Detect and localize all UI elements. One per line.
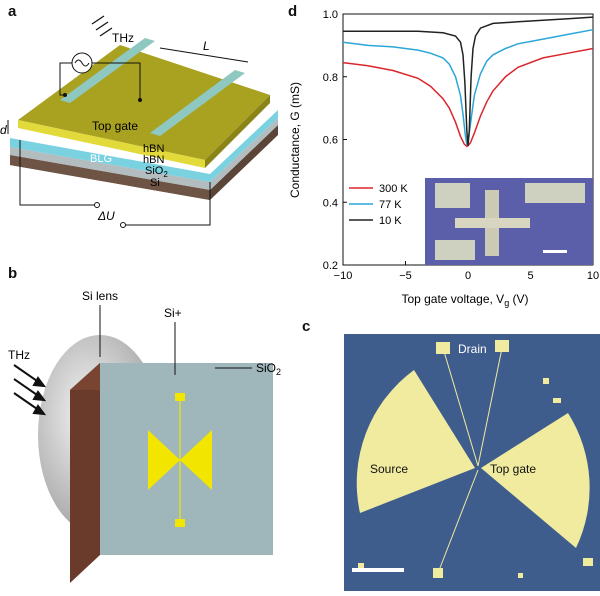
length-label: L [203,39,210,53]
si-plus-label: Si+ [164,306,182,320]
x-tick-label: 5 [527,270,533,282]
y-tick-label: 0.4 [323,197,338,209]
d-label: d [0,123,7,137]
source-label: Source [370,462,408,476]
delta-u-label: ΔU [97,209,115,223]
x-axis-label: Top gate voltage, Vg (V) [401,292,528,308]
sio2-layer [10,118,278,190]
panel-a: a THz L d Top gate hB [0,0,285,240]
source-electrode [356,370,475,513]
top-gate-side [205,95,270,168]
conductance-chart: −10 −5 0 5 10 0.2 0.4 0.6 0.8 1.0 300 K 77 K 10 K To… [288,9,599,308]
lens-schematic: THz Si lens Si+ SiO2 [8,289,281,583]
circuit-wire [59,62,72,96]
top-gate-surface [18,45,270,160]
bowtie-left [148,430,180,490]
x-tick-label: 0 [465,270,471,282]
bowtie-right [180,430,212,490]
series-line-0 [342,47,594,148]
panel-c: c Drain Source Top gate [302,318,600,591]
series-line-1 [342,28,594,147]
panel-d: d −10 −5 0 5 10 0.2 0.4 0.6 0.8 1.0 300 K 77 K 10 K … [285,0,600,315]
hbn-label-1: hBN [143,143,164,155]
legend-label-1: 77 K [379,199,402,211]
top-gate-label-c: Top gate [490,462,536,476]
device-schematic: THz L d Top gate hBN hBN BLG SiO2 Si ΔU [0,15,278,228]
thz-label-b: THz [8,348,30,362]
y-tick-label: 0.8 [323,72,338,84]
y-axis-label: Conductance, G (mS) [288,82,302,198]
x-tick-label: 10 [587,270,599,282]
x-tick-label: −5 [399,270,412,282]
device-micrograph: Drain Source Top gate [344,334,600,591]
thz-label: THz [112,31,134,45]
y-tick-label: 0.6 [323,135,338,147]
panel-a-label: a [8,3,17,20]
si-lens-label: Si lens [82,289,118,303]
contact-stripe-right [150,70,245,136]
contact-stripe-left [60,38,155,103]
blg-label: BLG [90,153,112,165]
sio2-label: SiO2 [145,165,168,179]
panel-b: b THz Si lens Si+ [0,265,300,591]
voltage-wire [19,140,95,206]
si-plus-side [70,363,100,583]
legend-label-2: 10 K [379,215,402,227]
hbn-layer [10,110,278,182]
top-gate-label: Top gate [92,119,138,133]
panel-b-label: b [8,265,18,282]
chart-marks: −10 −5 0 5 10 0.2 0.4 0.6 0.8 1.0 300 K 77 K 10 K [323,9,599,282]
top-gate-edge [18,120,205,168]
thz-arrows-icon [91,15,113,37]
x-tick-label: −10 [334,270,353,282]
inset-micrograph [425,178,593,265]
drain-label: Drain [458,342,487,356]
hbn-label-2: hBN [143,154,164,166]
scale-bar [352,568,404,572]
y-tick-label: 1.0 [323,9,338,21]
panel-c-label: c [302,318,311,335]
thz-arrows-icon-b [13,364,47,416]
si-label: Si [150,177,160,189]
si-layer-front [10,155,210,200]
sio2-label-b: SiO2 [256,361,281,377]
top-gate-electrode [481,413,590,548]
series-line-2 [343,16,594,146]
panel-d-label: d [288,3,298,20]
legend-label-0: 300 K [379,183,408,195]
y-tick-label: 0.2 [323,260,338,272]
